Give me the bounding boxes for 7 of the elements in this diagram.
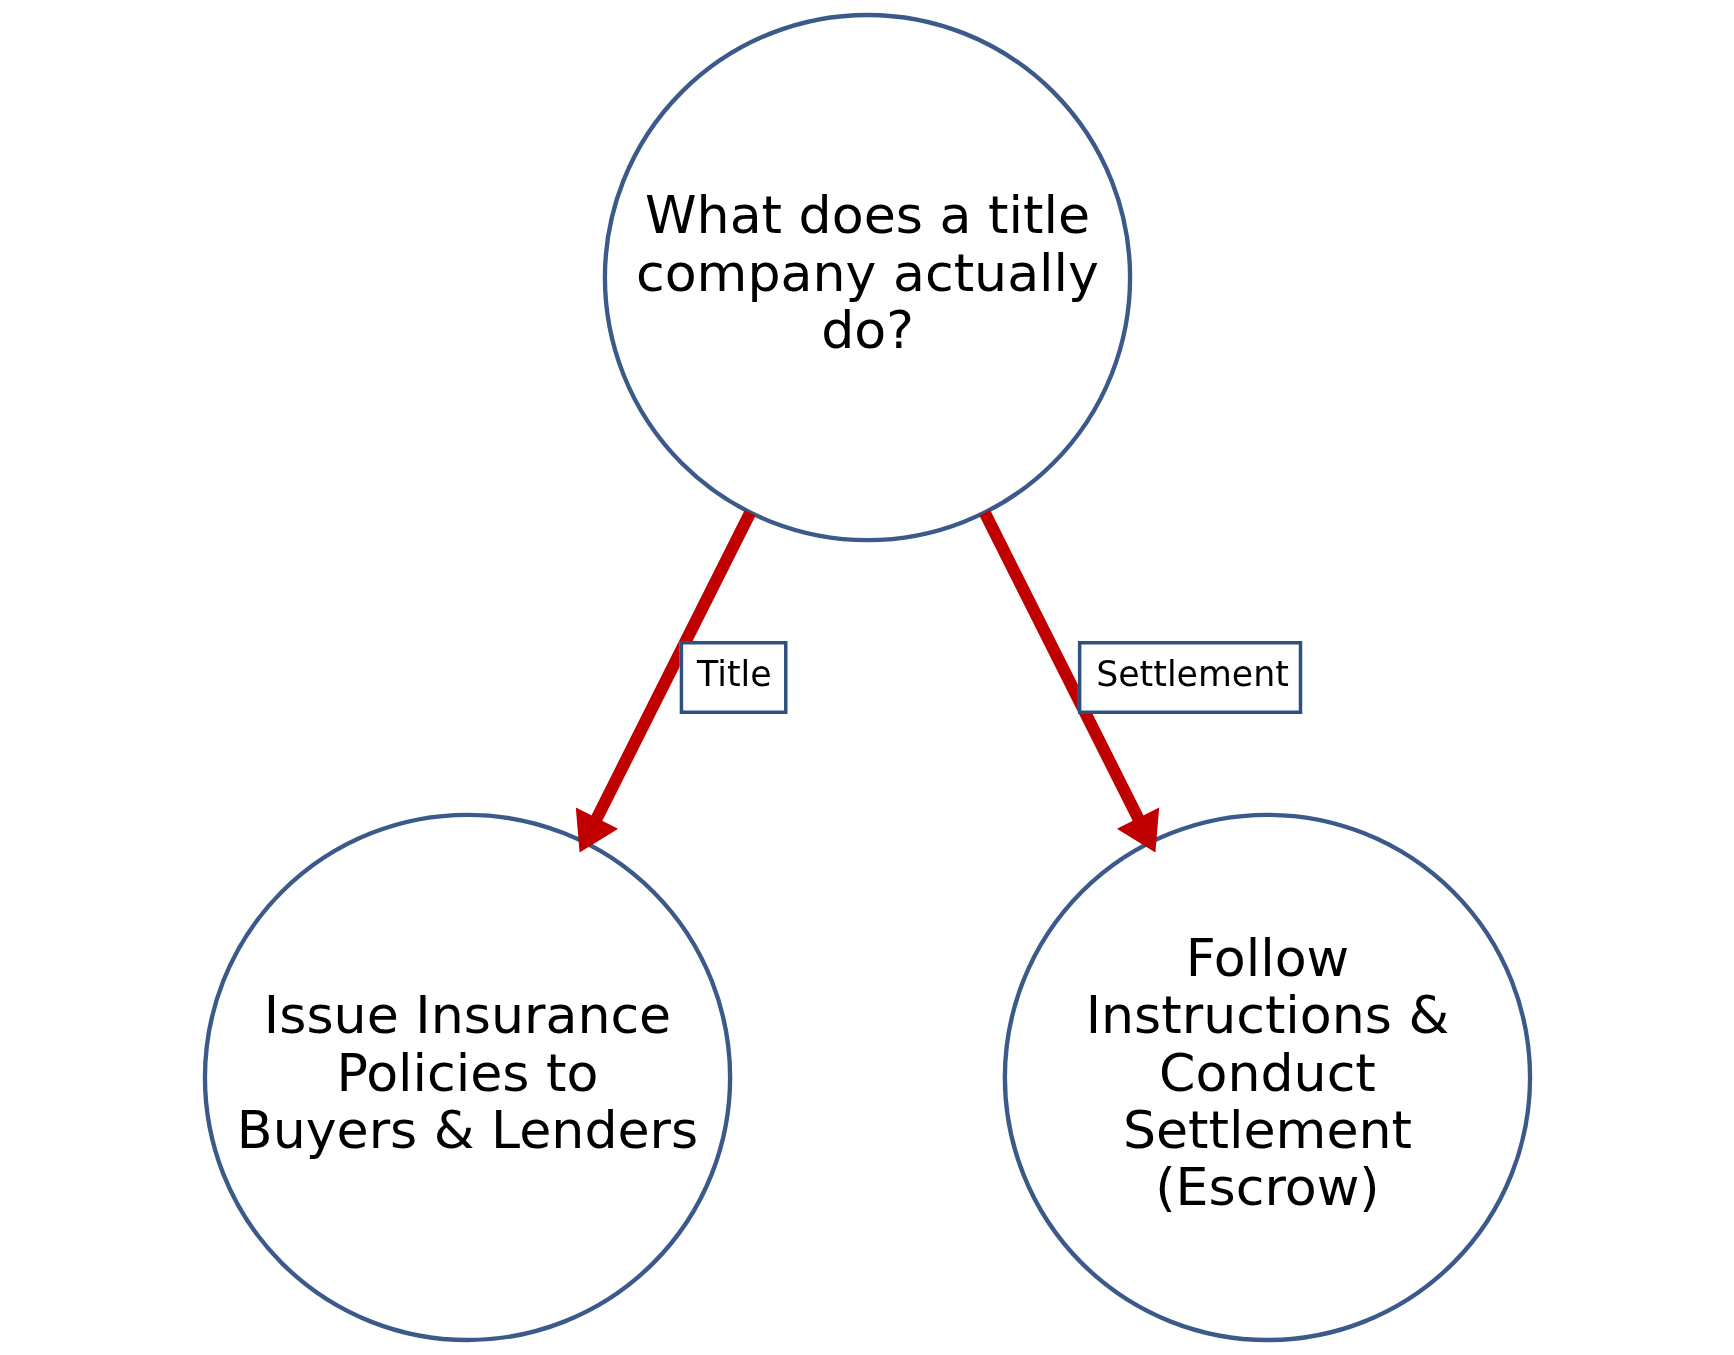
edge-label: Title: [696, 654, 772, 695]
node-circle: Follow Instructions & Conduct Settlement (Escrow): [1002, 812, 1532, 1343]
node-circle: Issue Insurance Policies to Buyers & Lenders: [202, 812, 732, 1343]
edge-label: Settlement: [1095, 654, 1289, 695]
node-circle: What does a title company actually do?: [602, 12, 1132, 543]
arrow: [575, 510, 756, 853]
arrow: [978, 510, 1159, 853]
